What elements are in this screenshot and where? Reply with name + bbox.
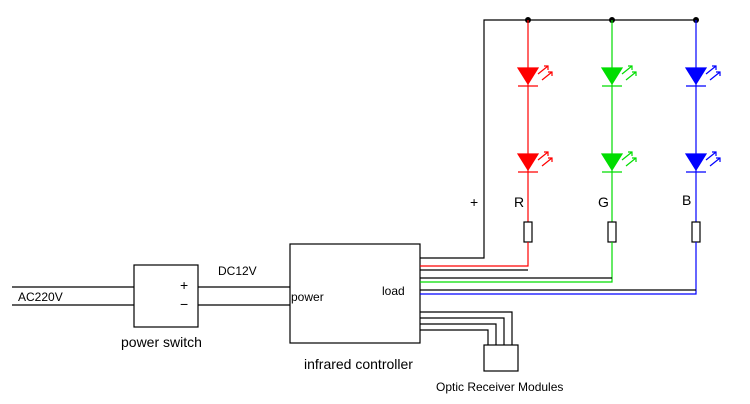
- dc-output-label: DC12V: [218, 264, 257, 278]
- ac-input-wires: [12, 286, 134, 306]
- resistor-r: [523, 221, 533, 243]
- power-switch-label: power switch: [121, 334, 202, 350]
- red-load-wire: [420, 242, 529, 267]
- switch-minus-sign: −: [180, 296, 189, 312]
- resistor-g: [607, 221, 617, 243]
- led-red-2: [516, 151, 553, 173]
- dc-wires: [198, 286, 290, 306]
- blue-load-wire: [420, 242, 697, 295]
- ac-input-label: AC220V: [18, 290, 63, 304]
- infrared-controller-box: [289, 243, 421, 344]
- power-port-label: power: [291, 290, 324, 304]
- red-channel: [420, 20, 553, 271]
- channel-r-label: R: [514, 194, 525, 210]
- channel-g-label: G: [598, 194, 609, 210]
- common-plus-label: +: [470, 194, 479, 210]
- blue-channel: [420, 20, 721, 295]
- channel-b-label: B: [682, 192, 692, 208]
- led-green-1: [600, 65, 637, 87]
- load-port-label: load: [382, 284, 405, 298]
- led-red-1: [516, 65, 553, 87]
- led-blue-2: [684, 151, 721, 173]
- green-load-wire: [420, 242, 613, 283]
- optic-receiver-label: Optic Receiver Modules: [436, 380, 564, 394]
- infrared-controller-label: infrared controller: [304, 356, 413, 372]
- optic-receiver-wires: [420, 311, 513, 345]
- optic-receiver-box: [483, 344, 519, 372]
- power-switch-box: [133, 264, 199, 328]
- resistor-b: [691, 221, 701, 243]
- switch-plus-sign: +: [180, 277, 189, 293]
- green-channel: [420, 20, 637, 283]
- common-positive-wire: [420, 19, 696, 259]
- led-green-2: [600, 151, 637, 173]
- led-blue-1: [684, 65, 721, 87]
